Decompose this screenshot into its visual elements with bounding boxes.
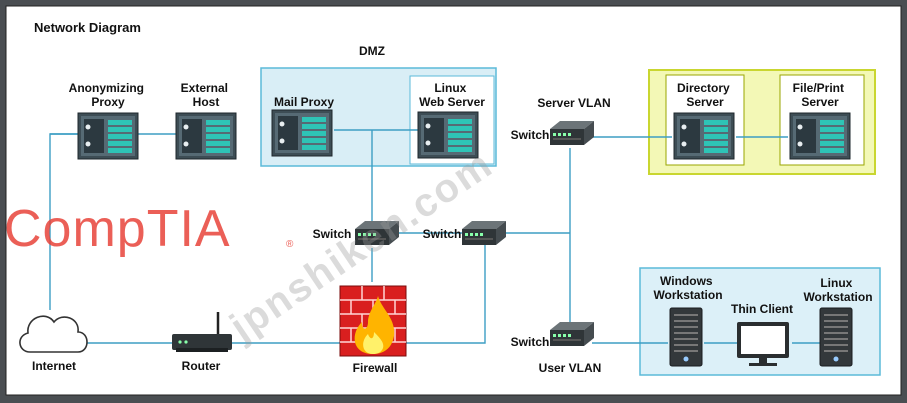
mail-proxy-label: Mail Proxy (274, 95, 334, 109)
directory-server-icon (673, 112, 735, 160)
linux-web-server-label: Linux Web Server (419, 81, 485, 109)
user-vlan-switch-icon (550, 322, 594, 346)
directory-server-label: Directory Server (677, 81, 733, 109)
user-vlan-switch-label: Switch (511, 335, 550, 349)
windows-workstation-tower-icon (669, 307, 703, 367)
router-icon (172, 312, 232, 352)
router-label: Router (182, 359, 221, 373)
server-vlan-switch-icon (550, 121, 594, 145)
network-links (49, 129, 820, 344)
internet-cloud-icon (19, 315, 88, 353)
svg-text:®: ® (286, 239, 294, 250)
server-vlan-label: Server VLAN (537, 96, 610, 110)
external-host-label: External Host (181, 81, 232, 109)
firewall-label: Firewall (353, 361, 398, 375)
thin-client-monitor-icon (737, 322, 789, 366)
diagram-title: Network Diagram (34, 20, 141, 35)
linux-workstation-label: Linux Workstation (803, 276, 872, 304)
windows-workstation-label: Windows Workstation (653, 274, 722, 302)
linux-workstation-tower-icon (819, 307, 853, 367)
server-vlan-switch-label: Switch (511, 128, 550, 142)
svg-text:CompTIA: CompTIA (4, 200, 231, 258)
external-host-server-icon (175, 112, 237, 160)
mail-proxy-server-icon (271, 109, 333, 157)
anonymizing-proxy-server-icon (77, 112, 139, 160)
comptia-logo: CompTIA ® (4, 200, 294, 258)
file-print-server-icon (789, 112, 851, 160)
firewall-icon (339, 285, 407, 357)
dmz-right-switch-label: Switch (423, 227, 462, 241)
file-print-server-label: File/Print Server (793, 81, 848, 109)
user-vlan-label: User VLAN (539, 361, 602, 375)
dmz-right-switch-icon (462, 221, 506, 245)
dmz-left-switch-label: Switch (313, 227, 352, 241)
thin-client-label: Thin Client (731, 302, 793, 316)
anonymizing-proxy-label: Anonymizing Proxy (69, 81, 148, 109)
dmz-label: DMZ (359, 44, 385, 58)
internet-label: Internet (32, 359, 76, 373)
